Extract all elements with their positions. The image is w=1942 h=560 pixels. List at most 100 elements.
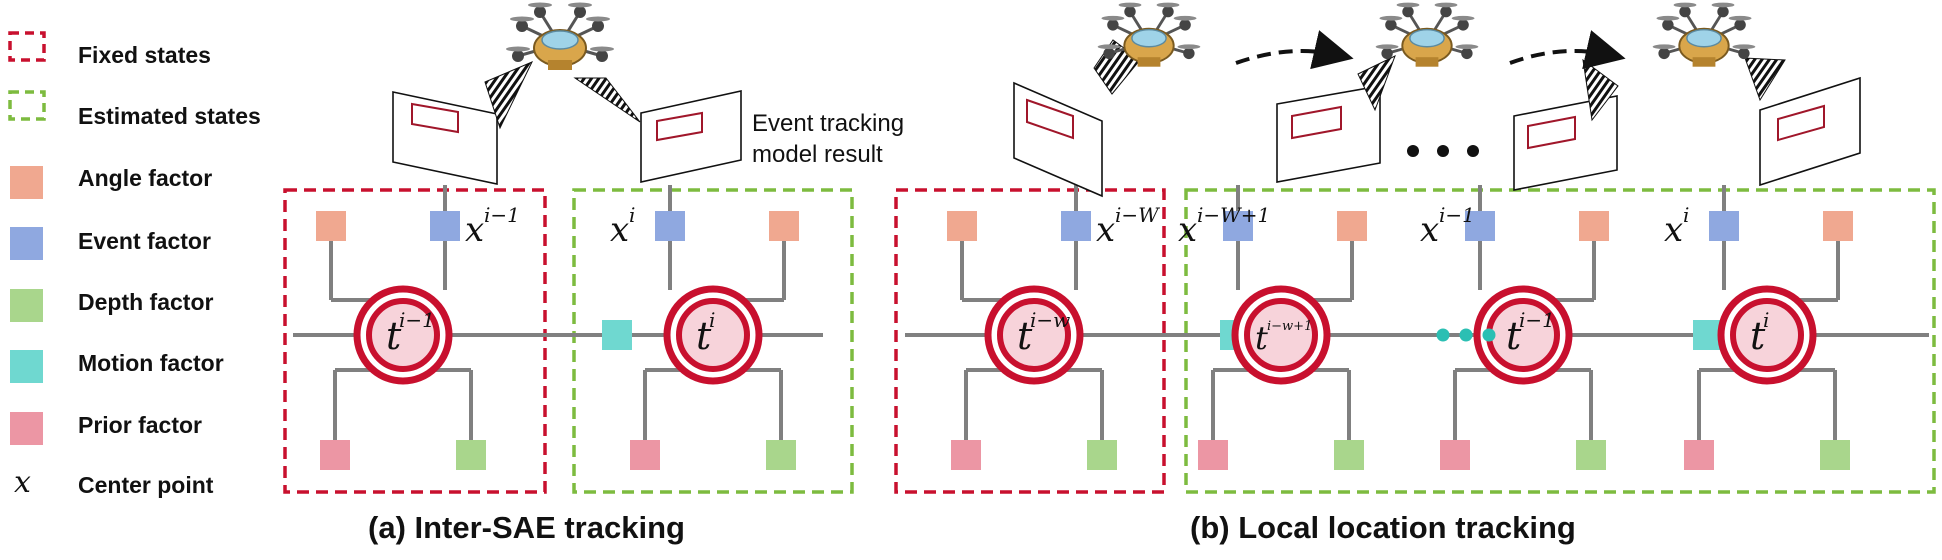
- event-camera-frame-icon: [1759, 76, 1861, 187]
- motion-factor: [602, 320, 632, 350]
- node-label: t: [1506, 314, 1522, 358]
- right-arrow-icon: [1235, 30, 1354, 70]
- drone-rotor-hub: [516, 20, 528, 32]
- event-factor: [1061, 211, 1091, 241]
- note-line-1: Event tracking: [752, 110, 905, 137]
- state-node-b1: ti−w: [984, 285, 1084, 385]
- drone-rotor-hub: [1734, 19, 1746, 31]
- angle-factor: [1823, 211, 1853, 241]
- legend-fixed-states-label: Fixed states: [78, 42, 211, 68]
- tracked-region-rect: [656, 111, 703, 142]
- depth-factor: [766, 440, 796, 470]
- node-inner-circle: [676, 298, 750, 372]
- drone-propeller: [1097, 44, 1121, 50]
- drone-rotor-hub: [592, 20, 604, 32]
- drone-propeller: [1118, 2, 1142, 8]
- legend-fixed-states-swatch: [8, 31, 46, 62]
- angle-factor: [769, 211, 799, 241]
- note-line-2: model result: [752, 141, 883, 168]
- legend-depth-factor-swatch: [10, 289, 43, 322]
- node-label-superscript: i: [1763, 308, 1769, 332]
- drone-propeller: [1652, 44, 1676, 50]
- center-point-x: x: [1096, 210, 1115, 250]
- drone-rotor-hub: [1107, 19, 1119, 31]
- drone-rotor-hub: [534, 6, 546, 18]
- event-camera-frame-icon: [1276, 85, 1381, 183]
- angle-factor: [1579, 211, 1609, 241]
- drone-icon: [1097, 2, 1201, 67]
- drone-propeller: [1434, 2, 1458, 8]
- right-arrow-icon: [1509, 30, 1626, 70]
- drone-gimbal: [1137, 57, 1161, 67]
- center-point-superscript: i−1: [1439, 203, 1475, 227]
- node-label: t: [386, 314, 402, 358]
- node-label-superscript: i−1: [1519, 308, 1555, 332]
- drone-rotor-hub: [1124, 5, 1136, 18]
- node-label: t: [696, 314, 712, 358]
- drone-motion-arrows: [1235, 30, 1626, 70]
- drone-icon: [1652, 2, 1756, 67]
- event-camera-frame-icon: [1013, 81, 1103, 198]
- drone-propeller: [1101, 15, 1125, 21]
- state-node-b4: ti: [1717, 285, 1817, 385]
- drone-rotor-hub: [1461, 47, 1473, 60]
- drone-gimbal: [548, 60, 572, 70]
- depth-factor: [1576, 440, 1606, 470]
- node-ellipsis: [1436, 328, 1496, 342]
- drone-propeller: [1711, 2, 1735, 8]
- node-inner-circle: [366, 298, 440, 372]
- node-inner-circle: [997, 298, 1071, 372]
- drone-propeller: [1379, 15, 1403, 21]
- drone-rotor-hub: [1658, 47, 1670, 60]
- state-node-a2: ti: [663, 285, 763, 385]
- event-factor: [430, 211, 460, 241]
- center-point-superscript: i−1: [484, 203, 520, 227]
- center-point-superscript: i: [629, 203, 635, 227]
- angle-factor: [1337, 211, 1367, 241]
- drone-propeller: [1177, 44, 1201, 50]
- angle-factor: [316, 211, 346, 241]
- drone-propeller: [586, 16, 610, 22]
- node-label-superscript: i−w+1: [1267, 319, 1312, 334]
- tracked-region-rect: [411, 102, 459, 134]
- center-point-superscript: i−W: [1115, 203, 1160, 227]
- drone-propeller: [510, 16, 534, 22]
- estimated-states-box-a: [572, 188, 854, 494]
- drone-propeller: [1173, 15, 1197, 21]
- drone-rotor-hub: [1738, 47, 1750, 60]
- event-camera-frame-icon: [640, 90, 742, 183]
- prior-factor: [1440, 440, 1470, 470]
- drone-rotor-hub: [1440, 5, 1452, 18]
- prior-factor: [1198, 440, 1228, 470]
- angle-factor: [947, 211, 977, 241]
- prior-factor: [320, 440, 350, 470]
- drone-rotor-hub: [1179, 19, 1191, 31]
- fixed-states-box-a: [283, 188, 547, 494]
- drone-rotor-hub: [1183, 47, 1195, 60]
- center-point-superscript: i−W+1: [1197, 203, 1270, 227]
- legend-center-point-symbol: 𝑥: [14, 465, 31, 500]
- drone-propeller: [1656, 15, 1680, 21]
- prior-factor: [1684, 440, 1714, 470]
- drone-icon: [506, 2, 614, 70]
- drone-propeller: [1455, 44, 1479, 50]
- center-point-superscript: i: [1683, 203, 1689, 227]
- legend-angle-factor-label: Angle factor: [78, 165, 213, 191]
- drone-rotor-hub: [1162, 5, 1174, 18]
- drone-rotor-hub: [1402, 5, 1414, 18]
- drone-icon: [1375, 2, 1479, 67]
- event-camera-frame-icon: [640, 90, 742, 183]
- event-tracking-note: Event tracking model result: [752, 108, 904, 170]
- node-label: t: [1017, 314, 1033, 358]
- drones: [506, 2, 1756, 70]
- drone-propeller: [1673, 2, 1697, 8]
- event-camera-frame-icon: [1276, 85, 1381, 183]
- drone-gimbal: [1692, 57, 1716, 67]
- legend-prior-factor-swatch: [10, 412, 43, 445]
- drone-rotor-hub: [1381, 47, 1393, 60]
